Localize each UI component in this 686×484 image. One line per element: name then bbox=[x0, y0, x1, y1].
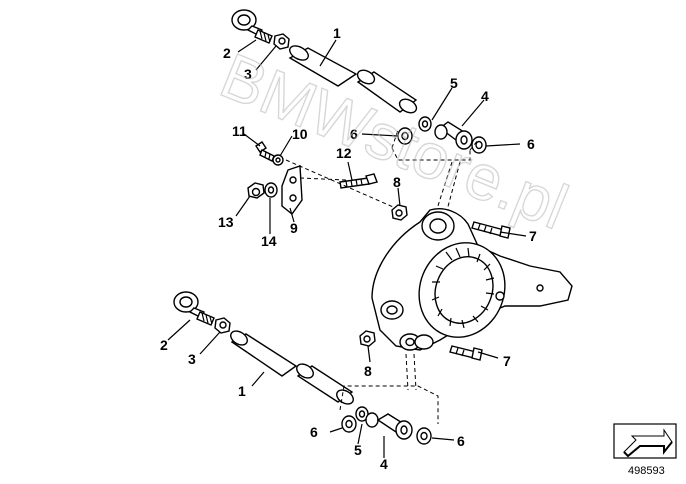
callout-top-8: 8 bbox=[393, 174, 401, 190]
nut-upper bbox=[273, 33, 290, 50]
reference-box: 498593 bbox=[613, 423, 677, 477]
washer-upper-right bbox=[471, 136, 487, 154]
bushing-lower bbox=[376, 413, 413, 440]
ball-joint-eye-upper bbox=[231, 9, 273, 44]
nut-8-upper bbox=[391, 204, 408, 221]
callout-top-3: 3 bbox=[244, 66, 252, 82]
bushing-upper bbox=[438, 121, 473, 150]
spacer-upper bbox=[418, 116, 448, 140]
spacer-lower bbox=[355, 406, 379, 428]
bracket-assembly bbox=[247, 141, 401, 216]
callout-top-1: 1 bbox=[333, 25, 341, 41]
lower-arm-assembly bbox=[173, 291, 439, 445]
callout-bot-2: 2 bbox=[160, 337, 168, 353]
bolt-12 bbox=[339, 173, 378, 189]
nut-10 bbox=[272, 154, 284, 166]
callout-top-2: 2 bbox=[223, 45, 231, 61]
callout-top-5: 5 bbox=[450, 75, 458, 91]
arm-tube-upper bbox=[288, 45, 418, 114]
callout-top-6a: 6 bbox=[350, 126, 358, 142]
callout-top-6b: 6 bbox=[527, 136, 535, 152]
washer-14 bbox=[264, 182, 278, 198]
callout-bot-4: 4 bbox=[380, 456, 388, 472]
callout-mid-12: 12 bbox=[336, 145, 352, 161]
callout-bot-6b: 6 bbox=[457, 433, 465, 449]
washer-lower-left bbox=[341, 415, 357, 433]
callout-bot-7: 7 bbox=[503, 353, 511, 369]
ball-joint-eye-lower bbox=[173, 291, 215, 326]
nut-lower bbox=[214, 317, 231, 334]
callout-mid-14: 14 bbox=[261, 233, 277, 249]
arm-tube-lower bbox=[230, 330, 354, 405]
callout-top-7: 7 bbox=[529, 228, 537, 244]
wheel-carrier bbox=[371, 208, 573, 351]
bolt-7-upper bbox=[471, 221, 511, 239]
callout-mid-13: 13 bbox=[218, 214, 234, 230]
reference-number: 498593 bbox=[628, 465, 665, 477]
upper-arm-assembly bbox=[231, 9, 487, 215]
callout-bot-3: 3 bbox=[188, 351, 196, 367]
callout-bot-6a: 6 bbox=[310, 424, 318, 440]
callout-top-4: 4 bbox=[481, 88, 489, 104]
bracket-9 bbox=[281, 165, 303, 216]
hub-ribs bbox=[431, 247, 495, 329]
nut-13 bbox=[247, 182, 265, 199]
callout-mid-11: 11 bbox=[232, 123, 247, 139]
callout-bot-1: 1 bbox=[238, 383, 246, 399]
callout-bot-5: 5 bbox=[354, 442, 362, 458]
callout-bot-8: 8 bbox=[364, 363, 372, 379]
leader-lines bbox=[167, 39, 527, 458]
nut-8-lower bbox=[359, 330, 376, 347]
callout-mid-9: 9 bbox=[290, 220, 298, 236]
view-direction-arrow-icon bbox=[623, 428, 673, 458]
callouts: 1 2 3 5 4 6 6 11 10 12 8 13 14 9 7 2 3 7… bbox=[160, 25, 537, 472]
callout-mid-10: 10 bbox=[292, 126, 308, 142]
bolt-7-lower bbox=[449, 345, 483, 361]
washer-lower-right bbox=[416, 427, 432, 445]
